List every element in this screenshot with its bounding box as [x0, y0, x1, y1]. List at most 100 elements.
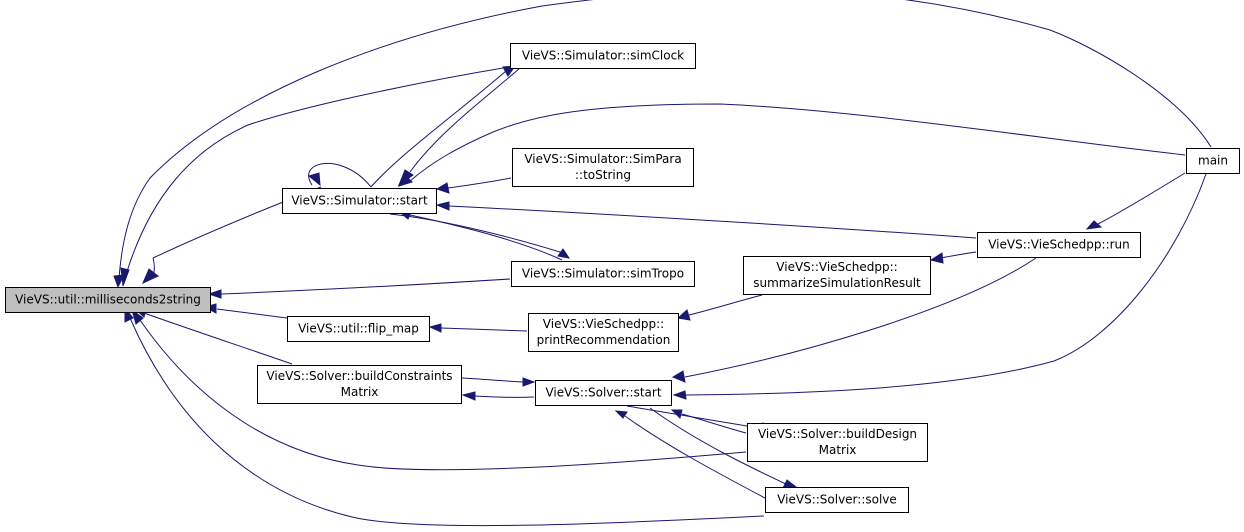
node-label: VieVS::Solver::start	[545, 386, 661, 400]
edge-vieschedpp-run-to-summarize-simulation-result	[929, 251, 977, 264]
node-label: Matrix	[819, 443, 857, 457]
node-sim-clock[interactable]: VieVS::Simulator::simClock	[510, 43, 696, 69]
edge-solver-build-constraints-to-solver-start	[461, 377, 536, 387]
arrowhead	[397, 175, 413, 187]
arrowhead	[461, 391, 476, 401]
edge-line	[624, 415, 766, 499]
arrowhead	[1085, 220, 1103, 230]
edge-line	[685, 173, 1207, 396]
nodes-layer: VieVS::util::milliseconds2stringVieVS::S…	[5, 43, 1240, 513]
edge-line	[688, 294, 763, 316]
arrowhead	[676, 309, 691, 321]
edge-line	[308, 163, 372, 188]
edge-sim-para-to-string-to-simulator-start	[435, 177, 512, 194]
arrowhead	[207, 289, 222, 299]
arrowhead	[428, 323, 442, 333]
node-summarize-simulation-result[interactable]: VieVS::VieSchedpp::summarizeSimulationRe…	[743, 256, 931, 295]
arrowhead	[671, 370, 686, 383]
node-label: Matrix	[341, 385, 379, 399]
edge-vieschedpp-run-to-solver-start	[671, 257, 1037, 383]
arrowhead	[131, 308, 144, 325]
edges-layer	[113, 0, 1212, 527]
edge-line	[940, 251, 977, 259]
edge-simulator-start-to-sim-clock	[370, 65, 517, 188]
node-box	[747, 423, 928, 462]
node-solver-solve[interactable]: VieVS::Solver::solve	[765, 487, 909, 513]
node-sim-tropo[interactable]: VieVS::Simulator::simTropo	[511, 261, 695, 287]
edge-line	[124, 66, 510, 279]
edge-line	[143, 312, 293, 365]
node-box	[282, 188, 437, 214]
edge-util-flip-map-to-root	[203, 303, 288, 319]
edge-line	[474, 395, 535, 398]
arrowhead	[522, 377, 536, 387]
node-label: VieVS::Simulator::simTropo	[522, 267, 684, 281]
node-main[interactable]: main	[1186, 148, 1240, 174]
edge-vieschedpp-run-to-simulator-start	[435, 201, 977, 239]
edge-simulator-start-to-sim-tropo	[389, 213, 571, 259]
node-label: VieVS::Solver::buildDesign	[758, 427, 917, 441]
edge-line	[626, 405, 760, 429]
edge-solver-solve-to-solver-start	[614, 410, 766, 499]
node-label: VieVS::Simulator::start	[291, 194, 428, 208]
edge-main-to-root	[113, 0, 1212, 289]
node-box	[512, 148, 694, 187]
arrowhead	[307, 172, 321, 187]
node-simulator-start[interactable]: VieVS::Simulator::start	[282, 188, 437, 214]
edge-main-to-vieschedpp-run	[1085, 172, 1186, 230]
node-label: VieVS::VieSchedpp::	[543, 317, 664, 331]
node-vieschedpp-run[interactable]: VieVS::VieSchedpp::run	[977, 232, 1141, 258]
edge-line	[649, 407, 789, 486]
arrowhead	[782, 479, 798, 489]
node-print-recommendation[interactable]: VieVS::VieSchedpp::printRecommendation	[528, 313, 679, 352]
edge-print-recommendation-to-util-flip-map	[428, 323, 528, 333]
node-label: VieVS::Solver::solve	[777, 493, 897, 507]
node-util-flip-map[interactable]: VieVS::util::flip_map	[287, 316, 430, 342]
edge-line	[118, 0, 1212, 279]
arrowhead	[672, 390, 687, 400]
arrowhead	[929, 252, 944, 264]
edge-line	[216, 308, 288, 319]
node-box	[5, 287, 211, 313]
node-label: VieVS::util::milliseconds2string	[15, 293, 201, 307]
node-box	[765, 487, 909, 513]
node-box	[528, 313, 679, 352]
edge-main-to-solver-start	[672, 173, 1207, 400]
node-label: VieVS::Simulator::simClock	[522, 49, 684, 63]
arrowhead	[435, 182, 450, 194]
edge-solver-start-to-solver-build-constraints	[461, 391, 535, 401]
node-solver-start[interactable]: VieVS::Solver::start	[535, 380, 672, 406]
node-box	[510, 43, 696, 69]
edge-solver-build-constraints-to-root	[133, 308, 293, 365]
edge-sim-tropo-to-root	[207, 278, 511, 299]
edge-line	[409, 103, 1186, 182]
edge-build-design-matrix-to-root	[131, 308, 747, 471]
edge-line	[409, 67, 521, 173]
edge-line	[461, 377, 524, 383]
arrowhead	[113, 274, 125, 289]
edge-line	[681, 413, 747, 434]
node-label: VieVS::VieSchedpp::	[776, 260, 897, 274]
edge-line	[409, 214, 563, 261]
edge-line	[139, 319, 747, 471]
edge-line	[1097, 172, 1186, 225]
node-box	[977, 232, 1141, 258]
edge-line	[448, 205, 977, 239]
edge-line	[447, 177, 512, 189]
node-box	[535, 380, 672, 406]
edge-line	[220, 278, 511, 295]
edge-sim-tropo-to-simulator-start	[399, 209, 563, 261]
arrowhead	[435, 201, 450, 211]
node-label: printRecommendation	[537, 333, 671, 347]
node-label: summarizeSimulationResult	[753, 276, 921, 290]
edge-simulator-start-to-simulator-start	[307, 163, 372, 188]
arrowhead	[142, 268, 159, 285]
node-root[interactable]: VieVS::util::milliseconds2string	[5, 287, 211, 313]
node-label: VieVS::Solver::buildConstraints	[266, 369, 452, 383]
edge-line	[684, 257, 1037, 378]
arrowhead	[614, 410, 628, 419]
node-sim-para-to-string[interactable]: VieVS::Simulator::SimPara::toString	[512, 148, 694, 187]
node-box	[511, 261, 695, 287]
